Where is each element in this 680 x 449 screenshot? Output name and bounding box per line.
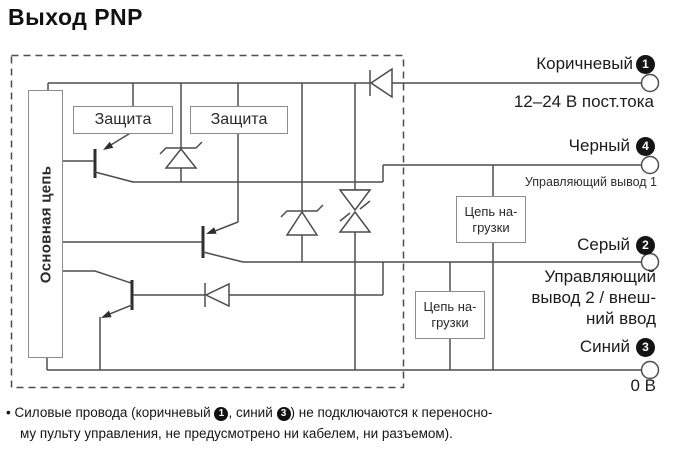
terminal-circle-black bbox=[640, 155, 660, 175]
control-output-2-line2: вывод 2 / внеш- bbox=[531, 288, 656, 307]
footnote-line-2: му пульту управления, не предусмотрено н… bbox=[20, 426, 453, 441]
footnote-text-1c: ) не подключаются к переносно- bbox=[290, 405, 493, 420]
supply-voltage-label: 12–24 В пост.тока bbox=[513, 92, 654, 111]
transistor-2-icon bbox=[63, 134, 244, 263]
wire-label-black: Черный bbox=[568, 136, 630, 155]
control-output-2-label: Управляющий вывод 2 / внеш- ний ввод bbox=[531, 266, 656, 329]
load2-line1: Цепь на- bbox=[423, 299, 477, 314]
load-circuit-connectors bbox=[449, 165, 494, 370]
load-circuit-label-1: Цепь на- грузки bbox=[464, 204, 517, 236]
zener-diode-1-icon bbox=[159, 141, 203, 182]
protection-block-1: Защита bbox=[73, 106, 173, 134]
footnote-text-1a: Силовые провода (коричневый bbox=[14, 405, 215, 420]
reverse-protection-diode-icon bbox=[369, 67, 393, 99]
bidirectional-zener-icon bbox=[338, 189, 372, 370]
zener-diode-2-icon bbox=[280, 204, 324, 262]
wire-label-blue: Синий bbox=[579, 337, 630, 356]
wire-label-gray: Серый bbox=[577, 235, 630, 254]
main-circuit-block: Основная цепь bbox=[28, 90, 63, 358]
load-circuit-block-1: Цепь на- грузки bbox=[456, 196, 526, 243]
transistor-1-icon bbox=[63, 131, 134, 183]
main-circuit-label: Основная цепь bbox=[37, 165, 54, 283]
load2-line2: грузки bbox=[431, 315, 469, 330]
page-title: Выход PNP bbox=[8, 4, 143, 30]
load1-line1: Цепь на- bbox=[464, 203, 518, 219]
zero-volt-label: 0 В bbox=[630, 376, 656, 395]
wire-number-badge-3: 3 bbox=[636, 338, 655, 357]
input-diode-icon bbox=[204, 282, 230, 308]
load1-line2: грузки bbox=[472, 219, 510, 235]
control-output-1-label: Управляющий вывод 1 bbox=[524, 175, 657, 189]
load-circuit-block-2: Цепь на- грузки bbox=[415, 291, 485, 339]
protection-block-2: Защита bbox=[190, 106, 288, 134]
wire-gray bbox=[229, 261, 642, 296]
footnote-badge-3: 3 bbox=[276, 407, 291, 421]
terminal-circle-brown bbox=[640, 73, 660, 93]
wire-label-brown: Коричневый bbox=[536, 54, 633, 73]
control-output-2-line1: Управляющий bbox=[544, 267, 656, 286]
dashed-enclosure bbox=[10, 54, 405, 389]
wire-number-badge-1: 1 bbox=[636, 55, 655, 74]
wire-blue-0v bbox=[46, 358, 642, 371]
protection-label-2: Защита bbox=[210, 111, 268, 128]
terminal-circle-blue bbox=[640, 360, 660, 380]
load-circuit-label-2: Цепь на- грузки bbox=[423, 299, 476, 331]
footnote-bullet: • bbox=[6, 405, 11, 420]
footnote-line-1: • Силовые провода (коричневый 1, синий 3… bbox=[6, 402, 666, 423]
footnote-text-1b: , синий bbox=[228, 405, 277, 420]
wire-number-badge-2: 2 bbox=[636, 236, 655, 255]
wire-number-badge-4: 4 bbox=[636, 137, 655, 156]
footnote: • Силовые провода (коричневый 1, синий 3… bbox=[6, 402, 666, 444]
control-output-2-line3: ний ввод bbox=[586, 309, 656, 328]
wire-black bbox=[132, 164, 642, 183]
footnote-badge-1: 1 bbox=[214, 407, 229, 421]
transistor-3-icon bbox=[63, 270, 205, 370]
wire-brown bbox=[47, 82, 642, 211]
protection-label-1: Защита bbox=[94, 111, 152, 128]
